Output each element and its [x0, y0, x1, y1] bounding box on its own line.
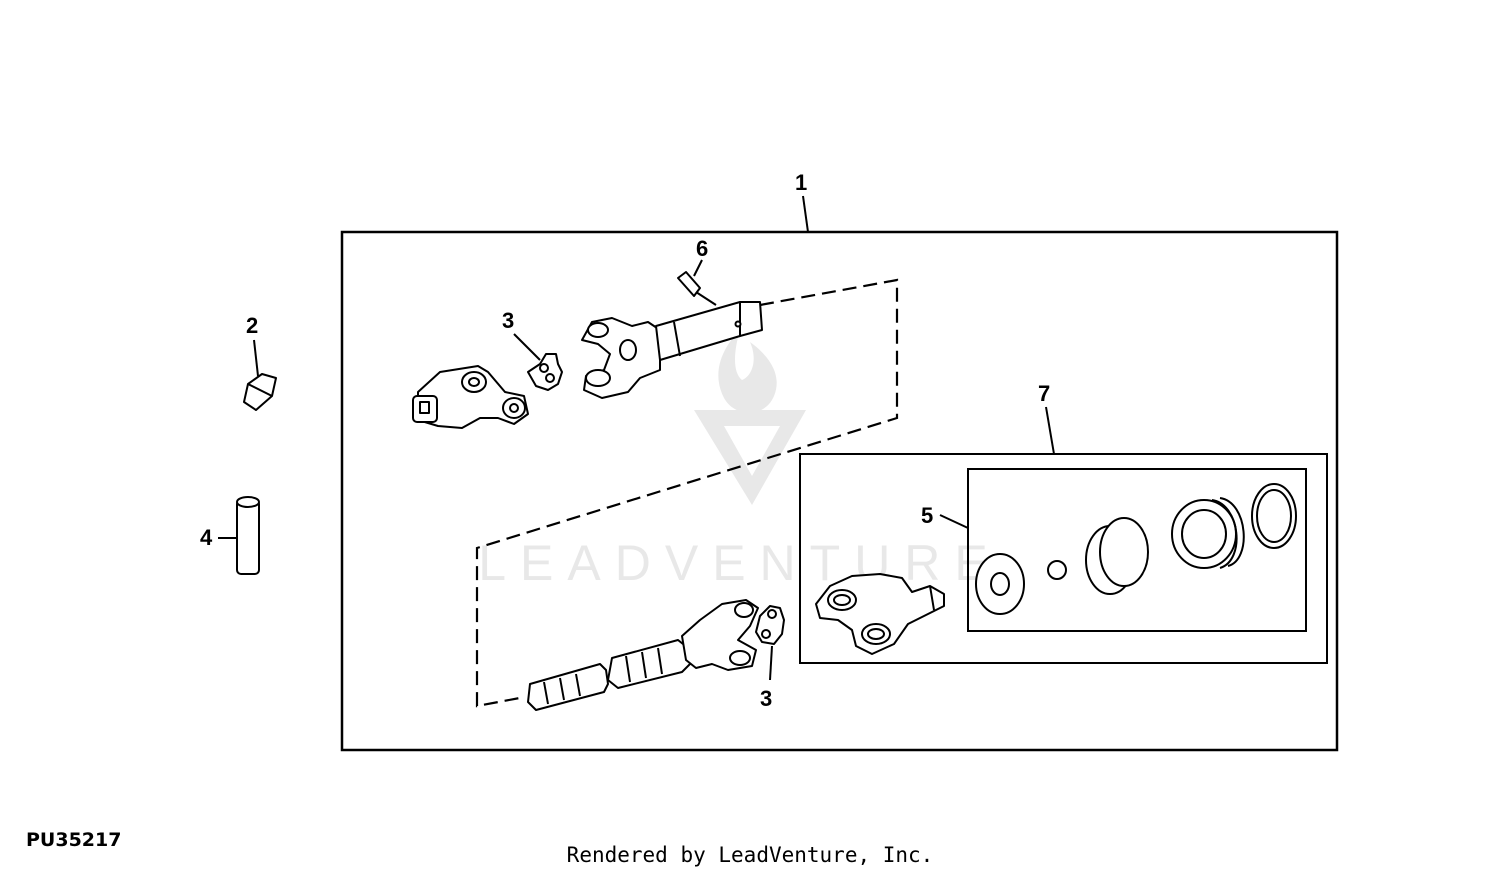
watermark-flame-icon: [718, 330, 777, 413]
seal-kit-parts: [975, 483, 1297, 615]
callout-2: 2: [246, 313, 258, 338]
callout-7-leader: [1045, 406, 1055, 455]
callout-3-lower: 3: [760, 686, 772, 711]
callout-7: 7: [1038, 381, 1050, 406]
callout-4: 4: [200, 525, 213, 550]
callout-3-lower-leader: [769, 645, 773, 681]
callout-5-leader: [939, 514, 969, 529]
clutch-yoke: [815, 573, 945, 655]
callout-5: 5: [921, 503, 933, 528]
callout-6-leader: [693, 259, 703, 277]
upper-cross-bearing: [527, 353, 563, 391]
upper-yoke: [412, 365, 529, 429]
callout-3-upper-leader: [513, 333, 541, 361]
upper-tube-yoke: [581, 301, 763, 399]
watermark-v-icon: [694, 410, 806, 505]
callout-1: 1: [795, 170, 807, 195]
lower-splined-shaft: [527, 599, 759, 711]
clutch-kit-box: [799, 453, 1328, 664]
render-credit: Rendered by LeadVenture, Inc.: [566, 843, 934, 867]
grease-fitting: [677, 271, 717, 306]
callout-3-upper: 3: [502, 308, 514, 333]
diagram-reference-code: PU35217: [26, 829, 122, 851]
assembly-box: [340, 230, 1339, 752]
spring-pin: [236, 496, 260, 575]
seal-kit-box: [967, 468, 1307, 632]
callout-1-leader: [802, 195, 809, 233]
shaft-dashed-outline: [475, 278, 899, 708]
watermark-text: LEADVENTURE: [478, 535, 1002, 591]
callout-2-leader: [253, 339, 259, 377]
woodruff-key: [243, 373, 277, 411]
lower-cross-bearing: [755, 605, 785, 645]
callout-6: 6: [696, 236, 708, 261]
